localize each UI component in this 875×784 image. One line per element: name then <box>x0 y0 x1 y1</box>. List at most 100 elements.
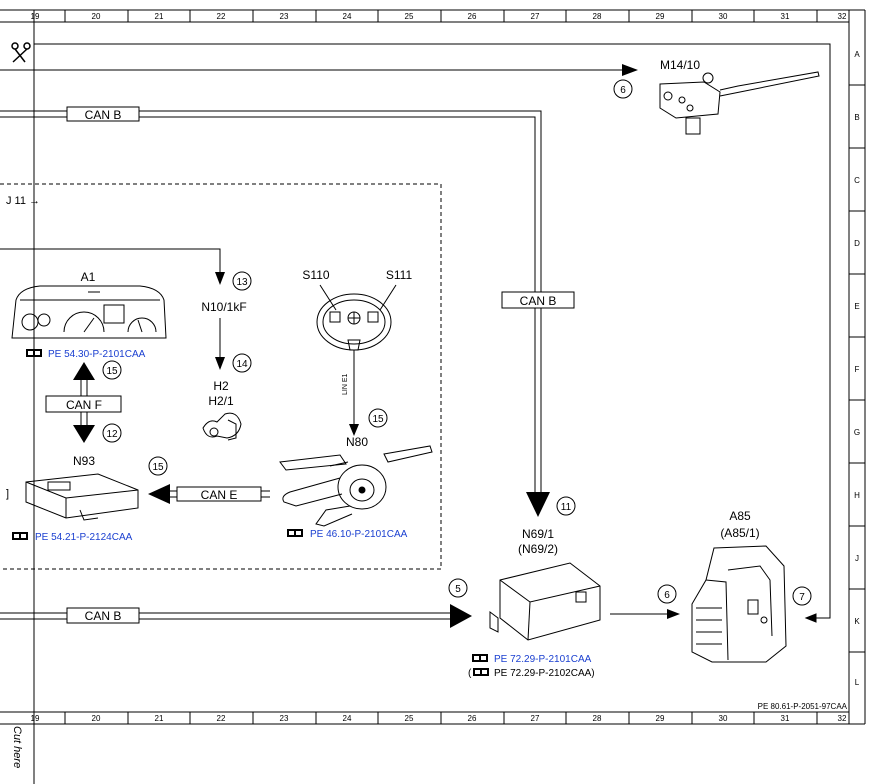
badge-circle <box>368 408 388 428</box>
badge-number: 14 <box>236 359 248 370</box>
col-label: 32 <box>838 12 847 21</box>
n69-ref2: PE 72.29-P-2102CAA) <box>494 668 595 679</box>
badge-circle <box>148 456 168 476</box>
col-label: 28 <box>593 714 602 723</box>
module-n69 <box>489 562 601 641</box>
badge-circle <box>102 360 122 380</box>
col-label: 28 <box>593 12 602 21</box>
badge-number: 5 <box>455 584 461 595</box>
col-label: 19 <box>31 12 40 21</box>
col-label: 32 <box>838 714 847 723</box>
steering-column-module-n80 <box>279 445 433 527</box>
can-b-arrow-down <box>526 492 550 517</box>
col-label: 23 <box>280 12 289 21</box>
a1-label: A1 <box>81 270 96 284</box>
col-label: 21 <box>155 12 164 21</box>
arrow-into-n10 <box>215 272 225 285</box>
module-n93 <box>25 473 139 521</box>
badge-circle <box>556 496 576 516</box>
bracket-mark: ] <box>6 488 9 500</box>
cut-here-label: Cut here <box>11 726 23 768</box>
can-f-label: CAN F <box>66 398 102 412</box>
book-icon <box>26 349 42 357</box>
s110-label: S110 <box>302 268 329 282</box>
circle-badges: 6 13 14 15 12 15 15 11 5 6 7 <box>102 79 812 606</box>
wire-to-n10 <box>0 248 221 276</box>
can-f-label-box <box>45 395 122 413</box>
badge-circle <box>792 586 812 606</box>
badge-number: 11 <box>561 502 572 513</box>
lin-label: LIN E1 <box>342 373 349 395</box>
col-label: 22 <box>217 714 226 723</box>
row-ruler <box>849 84 865 653</box>
wire-to-m14 <box>0 64 638 76</box>
col-label: 24 <box>343 714 352 723</box>
n69-ref: PE 72.29-P-2101CAA <box>494 654 592 665</box>
col-label: 29 <box>656 714 665 723</box>
horn-icon <box>202 412 242 441</box>
a1-ref: PE 54.30-P-2101CAA <box>48 349 146 360</box>
badge-number: 6 <box>664 590 670 601</box>
col-label: 31 <box>781 12 790 21</box>
can-b-bottom-label: CAN B <box>85 609 122 623</box>
col-label: 22 <box>217 12 226 21</box>
leader-s110 <box>319 284 337 311</box>
can-b-top-label-box <box>66 106 140 122</box>
continuation-label: J 11 → <box>6 195 40 207</box>
can-f-arrow-down <box>73 425 95 443</box>
can-e-label: CAN E <box>201 488 238 502</box>
m14-label: M14/10 <box>660 58 700 72</box>
badge-number: 12 <box>106 429 118 440</box>
a85-label: A85 <box>729 509 751 523</box>
wire-to-a85 <box>34 43 831 623</box>
arrow-into-h2 <box>215 357 225 370</box>
col-label: 20 <box>92 714 101 723</box>
row-label: G <box>854 428 860 437</box>
row-label: F <box>855 365 860 374</box>
s111-label: S111 <box>386 268 413 282</box>
column-labels-top: 19 20 21 22 23 24 25 26 27 28 29 30 31 3… <box>31 12 847 21</box>
col-label: 30 <box>719 12 728 21</box>
badge-number: 6 <box>620 85 626 96</box>
row-label: D <box>854 239 860 248</box>
n69-label: N69/1 <box>522 527 554 541</box>
column-labels-bottom: 19 20 21 22 23 24 25 26 27 28 29 30 31 3… <box>31 714 847 723</box>
col-label: 30 <box>719 714 728 723</box>
can-b-top-label: CAN B <box>85 108 122 122</box>
n80-label: N80 <box>346 435 368 449</box>
row-label: E <box>854 302 859 311</box>
col-label: 20 <box>92 12 101 21</box>
h2-label: H2 <box>213 379 229 393</box>
row-label: J <box>855 554 859 563</box>
n93-ref: PE 54.21-P-2124CAA <box>35 532 133 543</box>
scissors-icon <box>11 42 31 63</box>
document-id: PE 80.61-P-2051-97CAA <box>758 702 848 711</box>
row-labels: A B C D E F G H J K L <box>854 50 860 687</box>
row-label: A <box>854 50 860 59</box>
n69-2-label: (N69/2) <box>518 542 558 556</box>
book-icon <box>12 532 28 540</box>
badge-circle <box>232 271 252 291</box>
can-e-label-box <box>176 486 262 502</box>
col-label: 24 <box>343 12 352 21</box>
n10-label: N10/1kF <box>201 300 246 314</box>
can-b-bottom-label-box <box>66 607 140 624</box>
steering-wheel-icon <box>316 293 392 351</box>
col-label: 27 <box>531 12 540 21</box>
badge-number: 13 <box>236 277 248 288</box>
col-label: 31 <box>781 714 790 723</box>
badge-number: 7 <box>799 592 805 603</box>
n80-ref: PE 46.10-P-2101CAA <box>310 529 408 540</box>
col-label: 25 <box>405 714 414 723</box>
badge-number: 15 <box>106 366 118 377</box>
badge-circle <box>657 584 677 604</box>
n93-label: N93 <box>73 454 95 468</box>
col-label: 25 <box>405 12 414 21</box>
col-label: 26 <box>468 12 477 21</box>
a85-1-label: (A85/1) <box>720 526 759 540</box>
col-label: 21 <box>155 714 164 723</box>
row-label: H <box>854 491 860 500</box>
arrow-into-a85 <box>667 609 680 619</box>
column-ruler <box>64 10 818 724</box>
